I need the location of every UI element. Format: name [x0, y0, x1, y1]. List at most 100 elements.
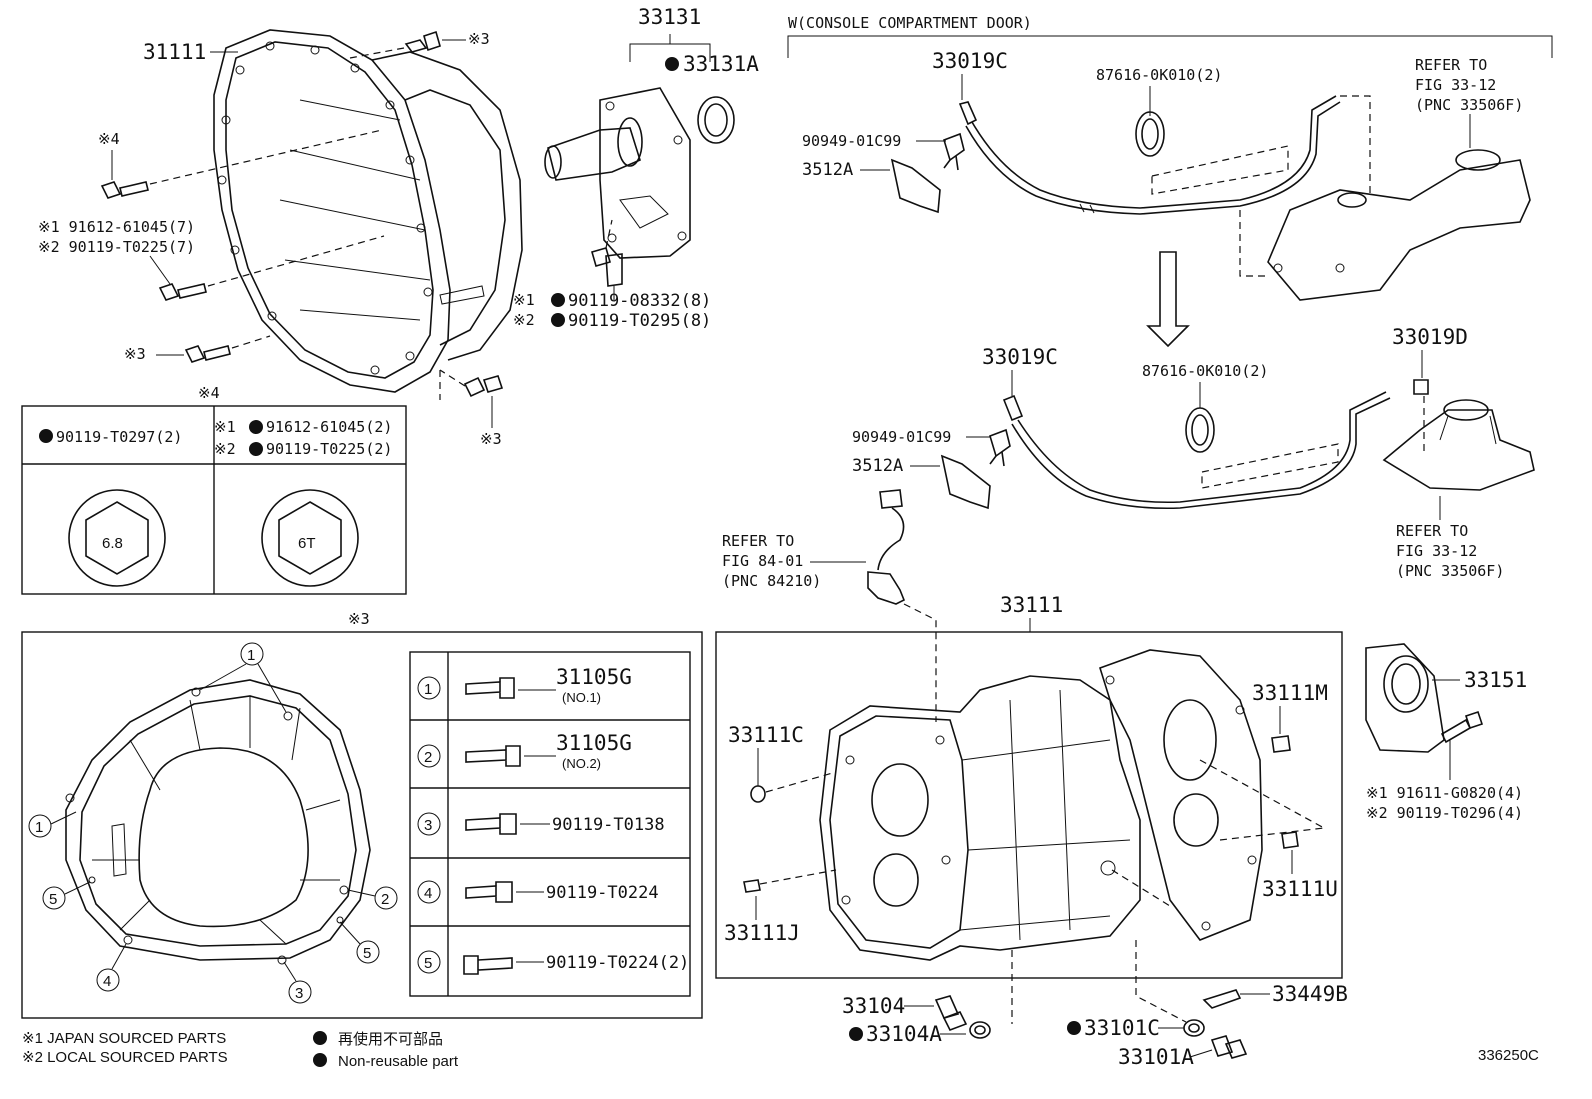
svg-text:3: 3 — [295, 985, 303, 1002]
intermediate-plate-drawing — [1099, 649, 1263, 941]
label-pin-u: 33111U — [1262, 877, 1338, 901]
bolt-icon — [1440, 710, 1484, 744]
callout-1-left: 1 — [28, 811, 77, 838]
label-rear-plate: 33151 — [1464, 668, 1527, 692]
pin-icon — [1281, 831, 1299, 849]
refer-upper-line3: (PNC 33506F) — [1415, 96, 1523, 114]
clamp-icon — [1135, 111, 1165, 157]
refer-lower-line2: FIG 33-12 — [1396, 542, 1477, 560]
gasket-icon — [1183, 1019, 1205, 1037]
refer-sensor-line3: (PNC 84210) — [722, 572, 821, 590]
label-bracket-small: 33449B — [1272, 982, 1348, 1006]
shift-cover-upper-drawing — [1267, 149, 1531, 301]
bolt-icon — [100, 129, 383, 199]
bolt-icon — [439, 369, 504, 400]
figure-code: 336250C — [1478, 1047, 1539, 1064]
label-retainer-bolt-1: 90119-08332(8) — [568, 291, 711, 311]
pin-icon — [1199, 735, 1325, 829]
bracket-lower-drawing — [940, 454, 991, 510]
label-bell-bolt-1: ※1 91612-61045(7) — [38, 218, 195, 236]
hex-head-icon: 6.8 — [68, 489, 166, 587]
hose-upper-drawing — [958, 95, 1341, 215]
fastener-row-1: 1 31105G (NO.1) — [417, 665, 632, 705]
label-breather: 33019D — [1392, 325, 1468, 349]
label-mark3-right: ※3 — [480, 430, 502, 448]
seal-icon — [697, 96, 735, 144]
table4-col2-prefix2: ※2 — [214, 440, 236, 458]
bracket-small-icon — [1202, 989, 1242, 1009]
label-gasket-2: 33101C — [1084, 1016, 1160, 1040]
label-pin-m: 33111M — [1252, 681, 1328, 705]
bolt-icon — [158, 235, 385, 301]
svg-text:90119-T0224(2): 90119-T0224(2) — [546, 953, 689, 973]
label-clip-lower: 90949-01C99 — [852, 428, 951, 446]
svg-text:5: 5 — [424, 955, 432, 972]
callout-3: 3 — [283, 961, 312, 1004]
label-retainer: 33131 — [638, 5, 701, 29]
hex-size-2: 6T — [298, 535, 316, 552]
svg-text:3: 3 — [424, 817, 432, 834]
legend-local: ※2 LOCAL SOURCED PARTS — [22, 1049, 228, 1066]
table4-col2-line1: 91612-61045(2) — [266, 418, 392, 436]
clip-icon — [943, 132, 965, 171]
callout-5-left: 5 — [42, 881, 91, 910]
svg-text:31105G: 31105G — [556, 731, 632, 755]
svg-text:1: 1 — [247, 647, 255, 664]
table3-header: ※3 — [348, 610, 370, 628]
label-plug-2: 33101A — [1118, 1045, 1194, 1069]
label-hose-lower: 33019C — [982, 345, 1058, 369]
case-section-frame — [715, 631, 1343, 979]
callout-4: 4 — [96, 943, 127, 992]
label-bell-bolt-2: ※2 90119-T0225(7) — [38, 238, 195, 256]
hex-head-icon: 6T — [261, 489, 359, 587]
bolt-icon — [184, 335, 271, 363]
label-bracket-upper: 3512A — [802, 160, 853, 180]
refer-lower-line3: (PNC 33506F) — [1396, 562, 1504, 580]
bell-housing-drawing — [213, 29, 523, 393]
label-retainer-seal: 33131A — [683, 52, 759, 76]
label-hose-upper: 33019C — [932, 49, 1008, 73]
hex-size-1: 6.8 — [102, 535, 123, 552]
breather-icon — [1413, 379, 1429, 395]
label-gasket-1: 33104A — [866, 1022, 942, 1046]
label-mark4: ※4 — [98, 130, 120, 148]
fastener-row-4: 4 90119-T0224 — [417, 880, 659, 904]
label-mark2-retainer: ※2 — [513, 311, 535, 329]
label-plate-bolt-1: ※1 91611-G0820(4) — [1366, 784, 1523, 802]
bracket-upper-drawing — [890, 158, 941, 214]
hose-lower-drawing — [1002, 391, 1391, 510]
plug-icon — [934, 995, 968, 1032]
svg-text:(NO.1): (NO.1) — [562, 690, 601, 705]
legend-nonreusable-jp: 再使用不可部品 — [338, 1031, 443, 1048]
refer-lower-line1: REFER TO — [1396, 522, 1468, 540]
refer-upper-line1: REFER TO — [1415, 56, 1487, 74]
plug-icon — [1210, 1035, 1248, 1059]
svg-text:4: 4 — [103, 973, 111, 990]
retainer-drawing — [544, 87, 691, 259]
fastener-row-2: 2 31105G (NO.2) — [417, 731, 632, 771]
svg-text:1: 1 — [424, 681, 432, 698]
svg-text:31105G: 31105G — [556, 665, 632, 689]
label-clamp-upper: 87616-0K010(2) — [1096, 66, 1222, 84]
svg-text:90119-T0224: 90119-T0224 — [546, 883, 659, 903]
legend-nonreusable-en: Non-reusable part — [338, 1053, 459, 1070]
label-bell-housing: 31111 — [143, 40, 206, 64]
svg-text:90119-T0138: 90119-T0138 — [552, 815, 665, 835]
svg-text:2: 2 — [424, 749, 432, 766]
clip-icon — [989, 428, 1011, 467]
callout-5-right: 5 — [339, 921, 380, 964]
table3-frame — [21, 631, 703, 1019]
callout-1-top: 1 — [199, 642, 287, 713]
arrow-down-icon — [1146, 251, 1190, 348]
bolt-icon — [591, 219, 623, 287]
label-plate-bolt-2: ※2 90119-T0296(4) — [1366, 804, 1523, 822]
fastener-row-5: 5 90119-T0224(2) — [417, 950, 689, 975]
svg-text:5: 5 — [49, 891, 57, 908]
table4-col1-title: 90119-T0297(2) — [56, 428, 182, 446]
label-mark3-left: ※3 — [124, 345, 146, 363]
label-mark3-top: ※3 — [468, 30, 490, 48]
refer-upper-line2: FIG 33-12 — [1415, 76, 1496, 94]
bell-housing-front-view — [65, 679, 371, 965]
sensor-drawing — [867, 489, 906, 605]
